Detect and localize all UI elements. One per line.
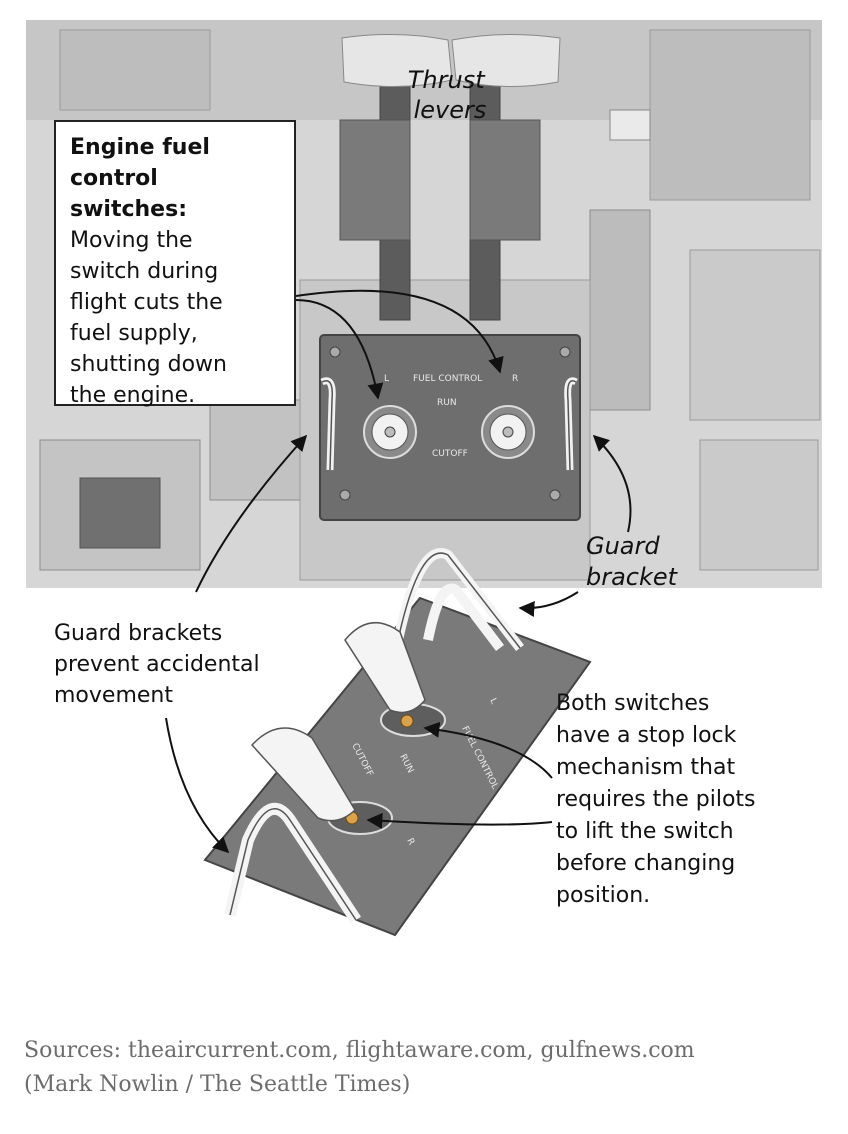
panel-run-label: RUN <box>437 398 457 408</box>
fuel-switch-callout-body-line: the engine. <box>70 383 196 408</box>
thrust-levers-label: Thrust levers <box>408 66 493 124</box>
fuel-switch-callout-body-line: flight cuts the <box>70 290 223 315</box>
guard-brackets-line: Guard brackets <box>54 621 222 646</box>
fuel-switch-callout-body-line: fuel supply, <box>70 321 198 346</box>
right-fuel-switch-icon <box>481 405 535 459</box>
guard-brackets-label: Guard brackets prevent accidental moveme… <box>54 621 267 708</box>
panel-left-label: L <box>384 374 389 384</box>
thrust-levers-line: Thrust <box>408 66 486 94</box>
panel-cutoff-label: CUTOFF <box>432 449 468 459</box>
guard-bracket-label: Guard bracket <box>586 532 679 591</box>
guard-bracket-line: Guard <box>586 532 660 560</box>
stop-lock-line: requires the pilots <box>556 787 756 812</box>
fuel-switch-callout-title-line: Engine fuel <box>70 135 210 160</box>
closeup-right-label: R <box>404 837 416 847</box>
fuel-switch-callout-body-line: switch during <box>70 259 219 284</box>
stop-lock-line: to lift the switch <box>556 819 734 844</box>
stop-lock-line: position. <box>556 883 650 908</box>
leader-lines <box>165 289 632 854</box>
switch-closeup-illustration: L FUEL CONTROL RUN CUTOFF R <box>203 548 592 937</box>
sources-credit: Sources: theaircurrent.com, flightaware.… <box>24 1034 824 1102</box>
guard-bracket-line: bracket <box>586 563 679 591</box>
fuel-switch-callout-body-line: shutting down <box>70 352 227 377</box>
guard-brackets-line: prevent accidental <box>54 652 260 677</box>
credit-line: (Mark Nowlin / The Seattle Times) <box>24 1072 411 1097</box>
cockpit-illustration: L FUEL CONTROL R RUN CUTOFF <box>26 20 822 588</box>
sources-line: Sources: theaircurrent.com, flightaware.… <box>24 1038 695 1063</box>
fuel-switch-callout-box: Engine fuel control switches: Moving the… <box>54 120 296 408</box>
stop-lock-line: before changing <box>556 851 735 876</box>
fuel-switch-callout-body-line: Moving the <box>70 228 193 253</box>
panel-right-label: R <box>512 374 518 384</box>
closeup-left-label: L <box>487 697 498 706</box>
panel-header-label: FUEL CONTROL <box>413 374 482 384</box>
stop-lock-line: Both switches <box>556 691 709 716</box>
stop-lock-label: Both switches have a stop lock mechanism… <box>556 691 763 908</box>
fuel-switch-callout-title-line: control switches: <box>70 166 187 222</box>
guard-brackets-line: movement <box>54 683 173 708</box>
left-fuel-switch-icon <box>363 405 417 459</box>
thrust-levers-line: levers <box>414 96 487 124</box>
stop-lock-line: have a stop lock <box>556 723 737 748</box>
stop-lock-line: mechanism that <box>556 755 735 780</box>
